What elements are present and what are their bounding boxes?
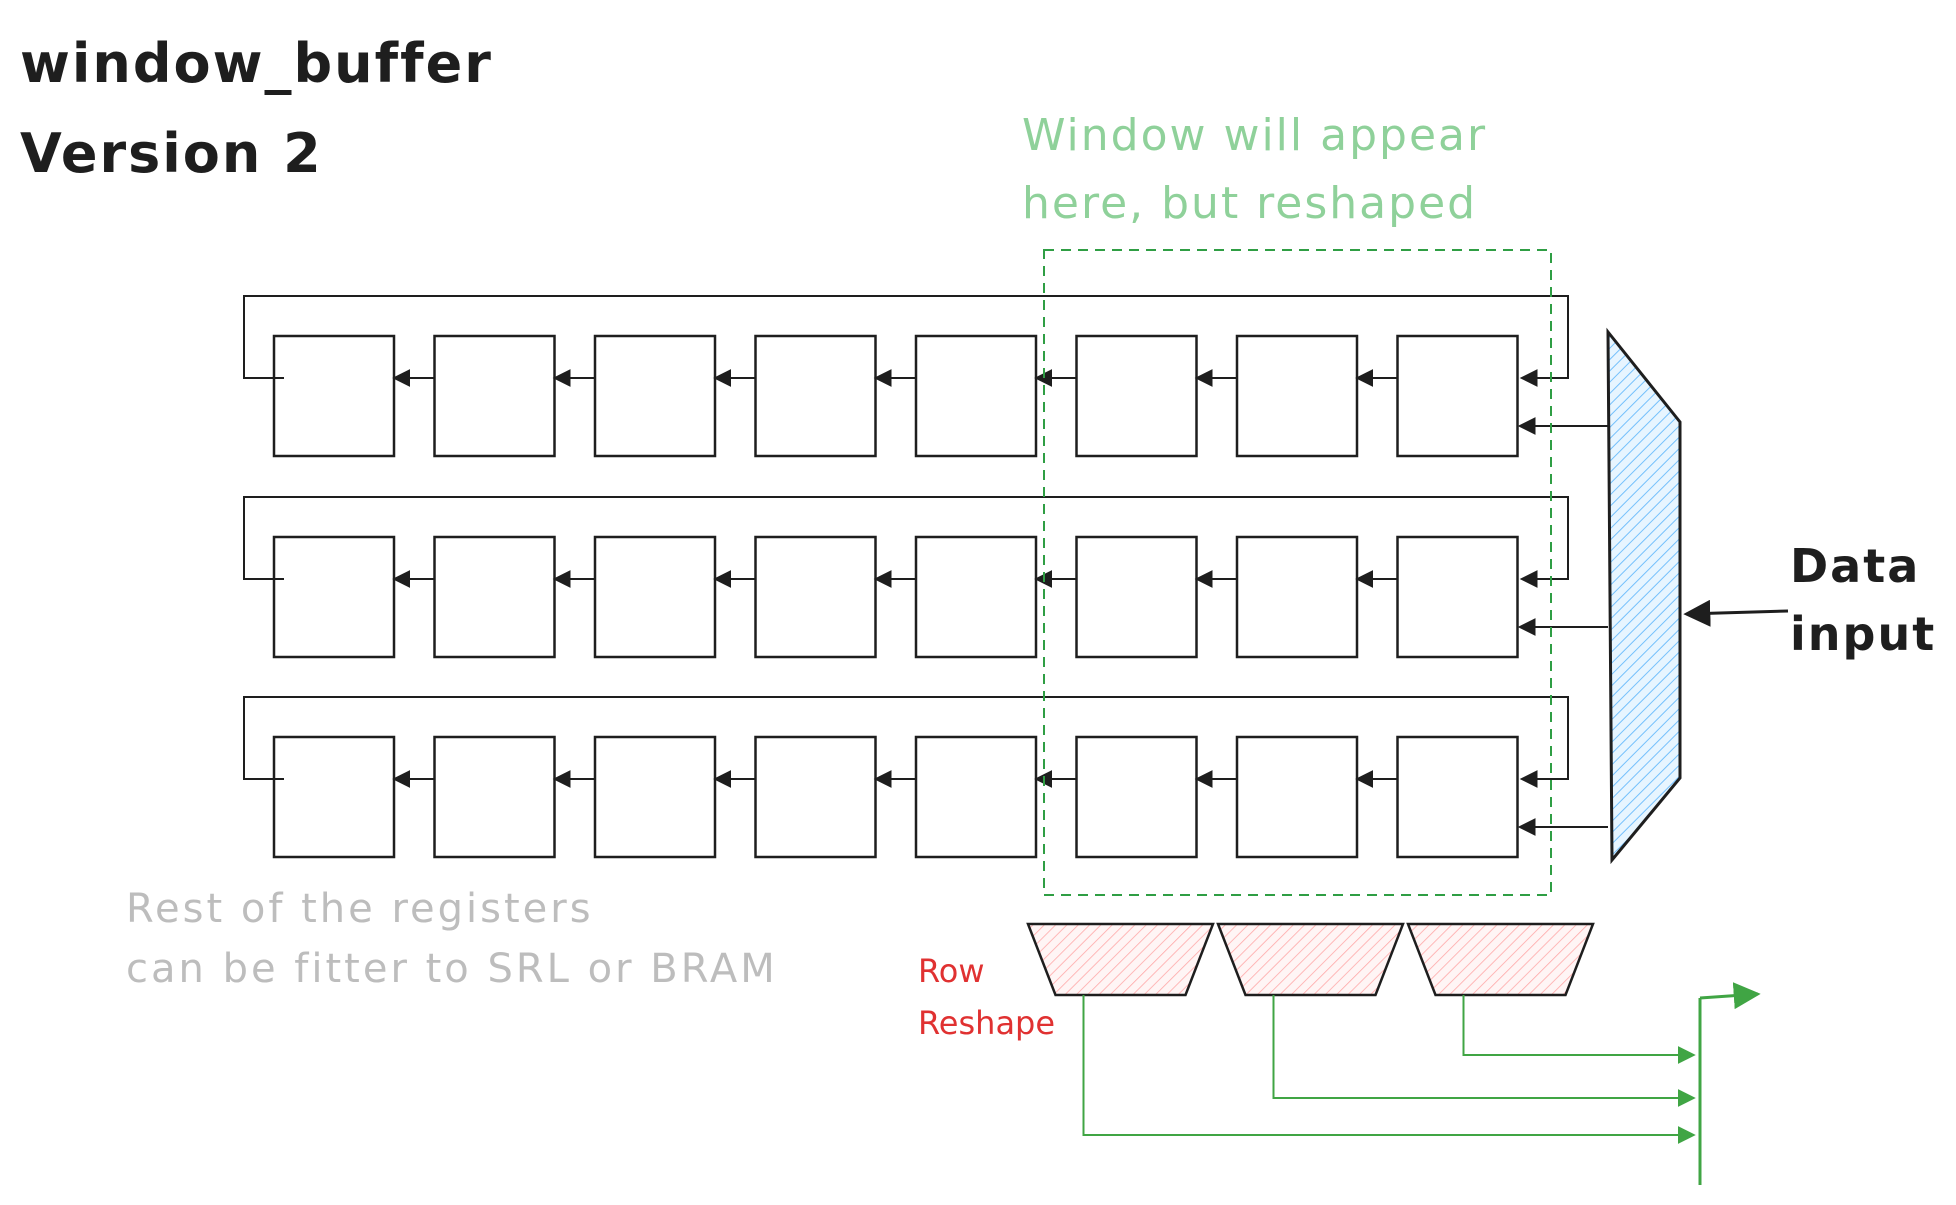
- register-box: [1235, 535, 1359, 659]
- register-box: [272, 735, 396, 859]
- feedback-loop: [243, 295, 1569, 387]
- register-box: [272, 535, 396, 659]
- row-reshape-label-line1: Row: [918, 952, 985, 990]
- register-box: [754, 535, 877, 659]
- register-box: [433, 535, 556, 659]
- rest-note-line2: can be fitter to SRL or BRAM: [126, 946, 778, 992]
- register-box: [914, 535, 1038, 659]
- input-mux: [1606, 327, 1682, 865]
- register-box: [593, 535, 717, 659]
- register-box: [1396, 535, 1519, 659]
- register-row-1: [243, 295, 1608, 458]
- register-box: [433, 334, 556, 458]
- register-box: [433, 735, 556, 859]
- register-row-2: [243, 496, 1608, 659]
- diagram-title: window_buffer: [20, 32, 493, 95]
- data-input-label-line2: input: [1790, 607, 1936, 661]
- window-region: [1043, 249, 1552, 896]
- register-box: [1075, 334, 1198, 458]
- register-box: [1235, 735, 1359, 859]
- reshape-output-line: [1082, 995, 1696, 1144]
- register-box: [1075, 535, 1198, 659]
- register-box: [1235, 334, 1359, 458]
- feedback-loop: [243, 496, 1569, 588]
- window-note-line1: Window will appear: [1022, 110, 1487, 161]
- register-box: [914, 735, 1038, 859]
- register-box: [1396, 334, 1519, 458]
- rest-note-line1: Rest of the registers: [126, 886, 594, 932]
- register-box: [914, 334, 1038, 458]
- data-input-arrow: [1683, 599, 1789, 627]
- register-box: [593, 334, 717, 458]
- register-box: [272, 334, 396, 458]
- row-reshape-block: [1216, 922, 1405, 997]
- register-box: [1075, 735, 1198, 859]
- reshape-group: [1026, 922, 1761, 1185]
- window-note-line2: here, but reshaped: [1022, 178, 1477, 229]
- reshape-output-line: [1272, 995, 1696, 1107]
- register-box: [593, 735, 717, 859]
- register-rows: [243, 295, 1608, 859]
- register-row-3: [243, 696, 1608, 859]
- feedback-loop: [243, 696, 1569, 788]
- register-box: [754, 334, 877, 458]
- row-reshape-label-line2: Reshape: [918, 1004, 1055, 1042]
- data-input-label-line1: Data: [1790, 539, 1920, 593]
- register-box: [754, 735, 877, 859]
- row-reshape-block: [1406, 922, 1595, 997]
- register-box: [1396, 735, 1519, 859]
- diagram-version: Version 2: [20, 122, 323, 185]
- reshape-output-line: [1462, 995, 1696, 1064]
- row-reshape-block: [1026, 922, 1215, 997]
- output-bus-arrow: [1699, 982, 1761, 1010]
